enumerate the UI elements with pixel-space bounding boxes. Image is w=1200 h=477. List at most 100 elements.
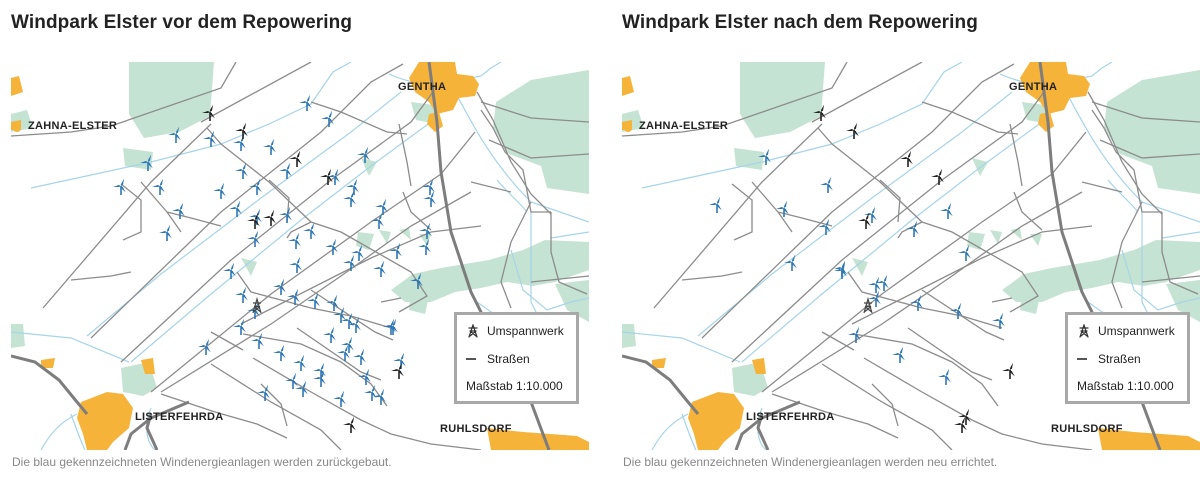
waterway <box>70 413 86 450</box>
wind-turbine-existing <box>289 150 302 167</box>
wind-turbine-marked <box>235 286 248 303</box>
road-line <box>206 127 428 313</box>
map-area: GENTHA ZAHNA-ELSTER LISTERFEHRDA RUHLSDO… <box>11 62 589 450</box>
wind-turbine-marked <box>263 138 276 155</box>
map-caption: Die blau gekennzeichneten Windenergieanl… <box>623 455 998 469</box>
map-canvas <box>11 62 589 450</box>
legend-scale-row: Maßstab 1:10.000 <box>466 379 563 393</box>
road-line <box>402 191 432 231</box>
road-line <box>90 63 404 339</box>
wind-turbine-marked <box>358 368 371 385</box>
map-panel-after: Windpark Elster nach dem Repowering GENT… <box>622 0 1200 477</box>
waterway <box>1101 62 1113 69</box>
wind-turbine-marked <box>313 370 326 387</box>
substation-icon <box>252 296 262 314</box>
road-line <box>1111 201 1143 309</box>
forest-area <box>123 148 153 170</box>
road-line <box>821 363 953 450</box>
wind-turbine-marked <box>113 178 126 195</box>
wind-turbine-existing <box>1002 362 1015 379</box>
wind-turbine-existing <box>858 212 871 229</box>
wind-turbine-existing <box>931 168 944 185</box>
wind-turbine-marked <box>229 200 242 217</box>
road-line <box>310 101 408 135</box>
road-line <box>1091 101 1200 123</box>
wind-turbine-marked <box>784 254 797 271</box>
waterway <box>550 231 589 239</box>
wind-turbine-marked <box>325 238 338 255</box>
road-line <box>140 181 182 233</box>
wind-turbine-marked <box>285 372 298 389</box>
main-road-line <box>123 400 190 450</box>
settlement-area <box>688 392 744 450</box>
wind-turbine-marked <box>279 162 292 179</box>
wind-turbine-marked <box>364 384 377 401</box>
waterway <box>641 62 963 189</box>
wind-turbine-marked <box>249 178 262 195</box>
waterway <box>450 83 589 223</box>
wind-turbine-marked <box>992 312 1005 329</box>
waterway <box>510 249 589 311</box>
wind-turbine-marked <box>289 256 302 273</box>
road-line <box>1099 139 1200 159</box>
legend-roads-label: Straßen <box>1098 352 1141 366</box>
place-label-gentha: GENTHA <box>398 81 447 93</box>
wind-turbine-marked <box>235 162 248 179</box>
forest-area <box>990 230 1002 244</box>
waterway <box>490 62 502 69</box>
settlement-area <box>41 358 55 368</box>
panel-title: Windpark Elster vor dem Repowering <box>11 12 353 33</box>
road-line <box>166 211 222 227</box>
wind-turbine-marked <box>864 206 877 223</box>
legend-scale-label: Maßstab 1:10.000 <box>1077 379 1174 393</box>
forest-area <box>356 232 374 250</box>
wind-turbine-marked <box>247 230 260 247</box>
wind-turbine-marked <box>343 190 356 207</box>
road-line <box>1087 91 1163 215</box>
wind-turbine-marked <box>950 302 963 319</box>
settlement-area <box>1098 428 1200 450</box>
wind-turbine-marked <box>820 176 833 193</box>
waterway <box>11 331 130 363</box>
road-line <box>480 101 589 123</box>
waterway <box>30 62 352 189</box>
road-line <box>761 131 1087 393</box>
road-line <box>480 109 551 213</box>
road-line <box>398 123 412 187</box>
wind-turbine-marked <box>868 276 881 293</box>
forest-area <box>517 244 549 276</box>
road-line <box>380 297 402 303</box>
wind-turbine-marked <box>198 338 211 355</box>
waterway <box>622 331 741 363</box>
forest-area <box>241 258 257 276</box>
road-line <box>550 212 588 295</box>
wind-turbine-marked <box>346 178 359 195</box>
forest-area <box>740 62 825 138</box>
road-line-icon <box>1077 358 1087 360</box>
road-line <box>296 327 382 381</box>
substation-icon <box>1077 324 1091 338</box>
wind-turbine-marked <box>351 244 364 261</box>
road-line <box>653 123 823 309</box>
road-line <box>530 275 589 283</box>
road-line <box>851 225 1093 325</box>
wind-turbine-marked <box>213 182 226 199</box>
wind-turbine-marked <box>273 278 286 295</box>
road-line <box>242 333 388 407</box>
road-line <box>42 123 212 309</box>
place-label-zahna-elster: ZAHNA-ELSTER <box>639 120 729 132</box>
settlement-area <box>1038 112 1054 132</box>
road-line <box>210 363 342 450</box>
road-line <box>200 62 312 123</box>
place-label-gentha: GENTHA <box>1009 81 1058 93</box>
forest-area <box>622 324 636 348</box>
forest-area <box>399 228 411 240</box>
road-line <box>871 383 899 427</box>
wind-turbine-marked <box>203 130 216 147</box>
waterway <box>681 413 697 450</box>
waterway <box>651 413 689 450</box>
road-line <box>622 62 848 137</box>
legend-substation-label: Umspannwerk <box>1098 324 1175 338</box>
forest-area <box>1010 228 1022 240</box>
main-road-line <box>734 400 801 450</box>
